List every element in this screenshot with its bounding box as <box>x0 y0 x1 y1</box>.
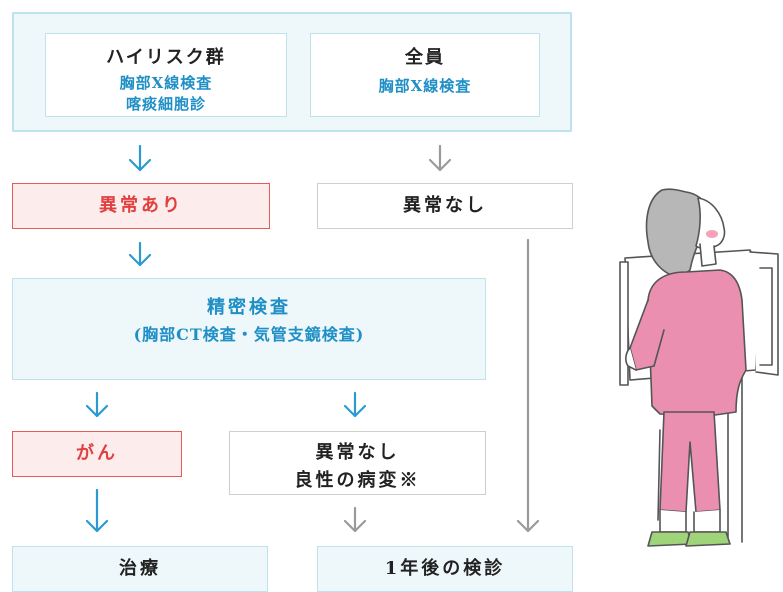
benign-label-line1: 異常なし <box>315 442 400 463</box>
normal-box: 異常なし <box>317 183 573 229</box>
detailed-exam-title: 精密検査 <box>207 297 291 318</box>
everyone-box: 全員 胸部X線検査 <box>310 33 540 117</box>
treatment-label: 治療 <box>119 558 161 579</box>
arrow-detailed-to-benign <box>343 391 367 418</box>
normal-label: 異常なし <box>403 195 487 216</box>
cancer-label: がん <box>76 443 118 464</box>
high-risk-title: ハイリスク群 <box>106 47 226 68</box>
high-risk-test-xray: 胸部X線検査 <box>119 74 213 92</box>
detailed-exam-box: 精密検査 (胸部CT検査・気管支鏡検査) <box>12 278 486 380</box>
high-risk-box: ハイリスク群 胸部X線検査 喀痰細胞診 <box>45 33 287 117</box>
benign-box: 異常なし 良性の病変※ <box>229 431 486 495</box>
arrow-benign-to-followup <box>343 506 367 533</box>
everyone-test-xray: 胸部X線検査 <box>378 77 472 95</box>
followup-box: 1年後の検診 <box>317 546 573 592</box>
arrow-normal-to-followup <box>516 238 540 533</box>
arrow-highrisk-to-abnormal <box>128 144 152 172</box>
arrow-everyone-to-normal <box>428 144 452 172</box>
everyone-title: 全員 <box>405 47 445 68</box>
cancer-box: がん <box>12 431 182 477</box>
patient-xray-illustration <box>619 188 779 547</box>
followup-label: 1年後の検診 <box>384 558 506 579</box>
arrow-cancer-to-treatment <box>85 488 109 533</box>
arrow-abnormal-to-detailed <box>128 241 152 267</box>
high-risk-test-sputum: 喀痰細胞診 <box>125 95 206 113</box>
benign-label-line2: 良性の病変※ <box>294 470 421 491</box>
detailed-exam-subtitle: (胸部CT検査・気管支鏡検査) <box>133 325 365 344</box>
treatment-box: 治療 <box>12 546 268 592</box>
abnormal-label: 異常あり <box>99 195 183 216</box>
abnormal-box: 異常あり <box>12 183 270 229</box>
arrow-detailed-to-cancer <box>85 391 109 418</box>
